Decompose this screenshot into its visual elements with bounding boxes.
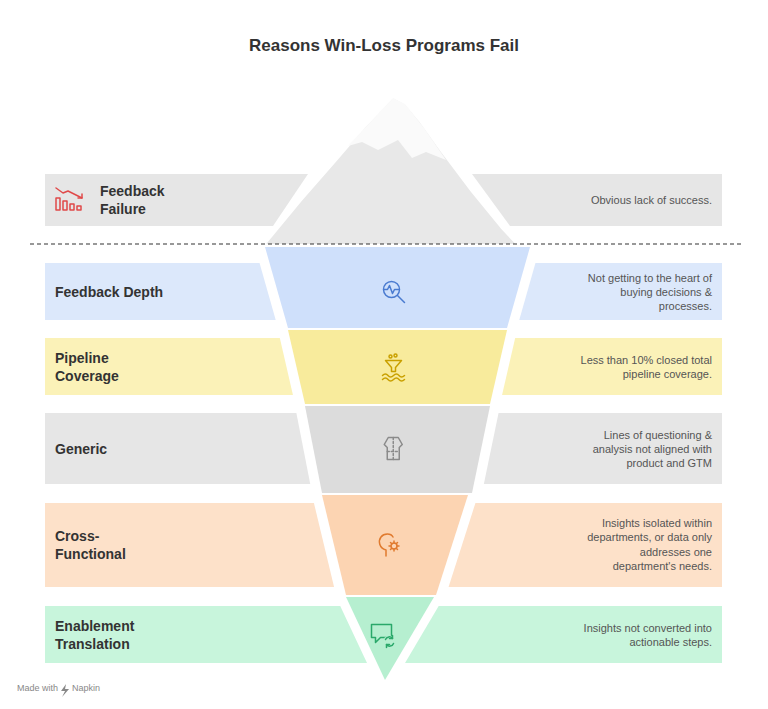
band-description: Obvious lack of success. [577,193,712,207]
band-title: Pipeline Coverage [55,348,175,384]
iceberg-band: Enablement Translation Insights not conve… [45,606,722,663]
band-shape [45,503,722,587]
napkin-logo [61,684,69,697]
band-title: Enablement Translation [55,616,185,652]
band-shape [45,606,722,663]
band-description: Less than 10% closed total pipeline cove… [577,352,712,381]
band-title: Generic [55,439,175,457]
band-shape [45,338,722,395]
iceberg-tip [262,96,520,246]
band-description: Lines of questioning & analysis not alig… [577,427,712,470]
band-title: Feedback Failure [100,182,200,218]
band-title: Feedback Depth [55,282,175,300]
iceberg-band: Generic Lines of questioning & analysis n… [45,413,722,484]
waterline [30,243,742,244]
band-description: Insights isolated within departments, or… [577,516,712,573]
iceberg-band: Feedback Depth Not getting to the heart o… [45,263,722,320]
band-description: Insights not converted into actionable s… [577,620,712,649]
watermark: Napkin [72,683,100,693]
iceberg-band: Cross-Functional Insights isolated within… [45,503,722,587]
iceberg-band: Feedback Failure Obvious lack of success. [45,174,722,226]
snow-cap [348,98,446,160]
band-description: Not getting to the heart of buying decis… [577,270,712,313]
iceberg-band: Pipeline Coverage Less than 10% closed to… [45,338,722,395]
watermark: Made with [17,683,58,693]
diagram-title: Reasons Win-Loss Programs Fail [0,36,768,56]
band-title: Cross-Functional [55,527,165,563]
